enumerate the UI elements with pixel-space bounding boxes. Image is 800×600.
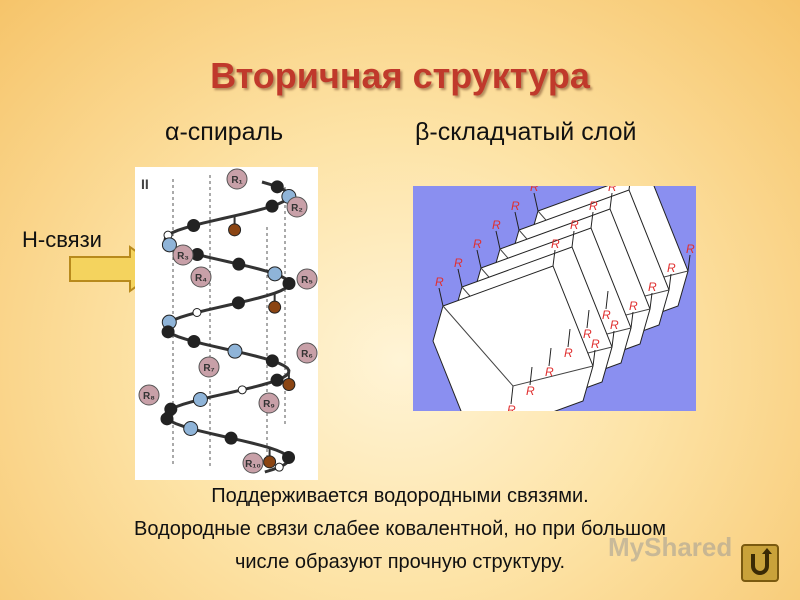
atom-C bbox=[233, 258, 245, 270]
side-chain: R₉ bbox=[259, 393, 279, 413]
r-group-label: R bbox=[511, 199, 520, 213]
atom-H bbox=[238, 386, 246, 394]
r-group-label: R bbox=[570, 218, 579, 232]
atom-C bbox=[162, 326, 174, 338]
side-chain-label: R₄ bbox=[195, 273, 207, 284]
atom-C bbox=[266, 200, 278, 212]
atom-C bbox=[161, 413, 173, 425]
r-group-label: R bbox=[608, 186, 617, 194]
side-chain: R₂ bbox=[287, 197, 307, 217]
r-group-stem bbox=[477, 250, 481, 268]
r-group-stem bbox=[458, 269, 462, 287]
return-button[interactable] bbox=[741, 544, 779, 582]
side-chain-label: R₃ bbox=[177, 251, 189, 262]
atom-C bbox=[283, 452, 295, 464]
r-group-label: R bbox=[564, 346, 573, 360]
side-chain-label: R₂ bbox=[291, 203, 303, 214]
r-group-stem bbox=[439, 288, 443, 306]
atom-N bbox=[228, 344, 242, 358]
atom-C bbox=[266, 355, 278, 367]
side-chain-label: R₅ bbox=[301, 275, 313, 286]
return-arrow-icon bbox=[743, 546, 777, 580]
atom-O bbox=[264, 456, 276, 468]
side-chain-label: R₉ bbox=[263, 399, 275, 410]
atom-C bbox=[271, 181, 283, 193]
r-group-label: R bbox=[667, 261, 676, 275]
r-group-label: R bbox=[492, 218, 501, 232]
side-chain: R₁ bbox=[227, 169, 247, 189]
side-chain: R₄ bbox=[191, 267, 211, 287]
r-group-label: R bbox=[473, 237, 482, 251]
side-chain-label: R₆ bbox=[301, 349, 313, 360]
atom-N bbox=[193, 393, 207, 407]
helix-numeral: II bbox=[141, 176, 149, 192]
atom-C bbox=[283, 278, 295, 290]
atom-C bbox=[271, 374, 283, 386]
side-chain: R₇ bbox=[199, 357, 219, 377]
atom-O bbox=[269, 301, 281, 313]
r-group-label: R bbox=[551, 237, 560, 251]
r-group-label: R bbox=[545, 365, 554, 379]
caption-line-1: Поддерживается водородными связями. bbox=[0, 485, 800, 508]
side-chain: R₈ bbox=[139, 385, 159, 405]
atom-N bbox=[268, 267, 282, 281]
r-group-label: R bbox=[686, 242, 695, 256]
beta-sheet-label: β-складчатый слой bbox=[415, 118, 636, 147]
r-group-stem bbox=[534, 193, 538, 211]
atom-H bbox=[193, 309, 201, 317]
r-group-label: R bbox=[530, 186, 539, 194]
r-group-label: R bbox=[610, 318, 619, 332]
atom-N bbox=[184, 422, 198, 436]
side-chain: R₅ bbox=[297, 269, 317, 289]
side-chain-label: R₁₀ bbox=[245, 459, 261, 470]
side-chain-label: R₁ bbox=[231, 175, 242, 186]
side-chain: R₆ bbox=[297, 343, 317, 363]
r-group-label: R bbox=[648, 280, 657, 294]
r-group-stem bbox=[496, 231, 500, 249]
alpha-helix-illustration: II R₁ R₂ R₃ R₄ R₅ R₆ R₇ R₈ R₉ R₁₀ bbox=[135, 167, 318, 480]
side-chain: R₁₀ bbox=[243, 453, 263, 473]
atom-C bbox=[188, 220, 200, 232]
r-group-stem bbox=[515, 212, 519, 230]
beta-sheet-illustration: RRRRRRRRRRRRRRRRRRRRRRRR bbox=[413, 186, 696, 411]
r-group-stem bbox=[688, 255, 690, 271]
r-group-label: R bbox=[454, 256, 463, 270]
atom-H bbox=[275, 463, 283, 471]
atom-O bbox=[283, 379, 295, 391]
atom-C bbox=[232, 297, 244, 309]
slide-title: Вторичная структура bbox=[0, 55, 800, 97]
r-group-label: R bbox=[507, 403, 516, 411]
atom-C bbox=[188, 336, 200, 348]
atom-O bbox=[229, 224, 241, 236]
r-group-label: R bbox=[629, 299, 638, 313]
r-group-label: R bbox=[526, 384, 535, 398]
r-group-label: R bbox=[589, 199, 598, 213]
alpha-helix-model: II R₁ R₂ R₃ R₄ R₅ R₆ R₇ R₈ R₉ R₁₀ bbox=[135, 167, 318, 480]
side-chain-label: R₇ bbox=[203, 363, 214, 374]
alpha-helix-label: α-спираль bbox=[165, 118, 283, 147]
r-group-label: R bbox=[435, 275, 444, 289]
watermark-logo: MyShared bbox=[608, 532, 732, 563]
beta-sheet-model: RRRRRRRRRRRRRRRRRRRRRRRR bbox=[413, 186, 696, 411]
side-chain: R₃ bbox=[173, 245, 193, 265]
side-chain-label: R₈ bbox=[143, 391, 155, 402]
atom-C bbox=[225, 432, 237, 444]
helix-atoms bbox=[161, 181, 296, 471]
r-group-label: R bbox=[591, 337, 600, 351]
sheet-strands bbox=[433, 186, 688, 411]
